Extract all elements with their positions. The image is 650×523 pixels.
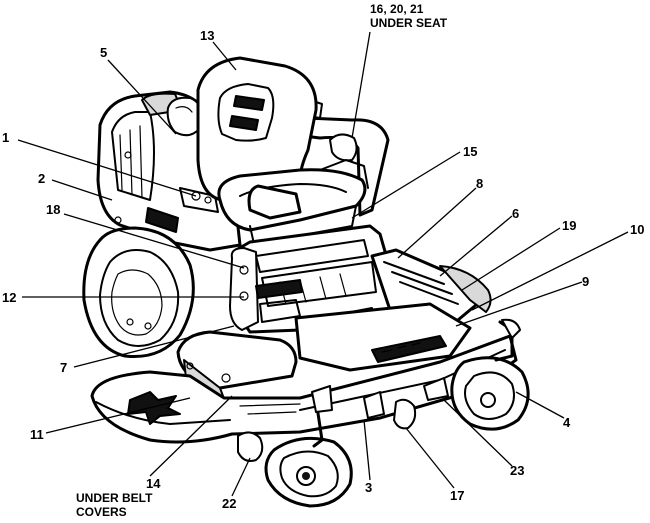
- callout-9: 9: [582, 274, 589, 289]
- callout-12: 12: [2, 290, 16, 305]
- left-front-caster: [264, 385, 353, 508]
- leader-17: [405, 427, 455, 489]
- callout-17: 17: [450, 488, 464, 503]
- callout-under-belt: UNDER BELT: [76, 491, 153, 505]
- callout-under-seat: UNDER SEAT: [370, 16, 448, 30]
- leader-8: [397, 187, 477, 259]
- leader-14: [149, 395, 233, 477]
- right-rear-fender: [302, 99, 390, 217]
- callout-10: 10: [630, 222, 644, 237]
- leader-10: [471, 231, 629, 311]
- left-rear-tire: [82, 226, 195, 359]
- leader-6: [439, 215, 513, 277]
- callout-covers: COVERS: [76, 505, 127, 519]
- leader-1: [17, 139, 197, 197]
- leader-11: [45, 397, 191, 434]
- leader-3: [363, 419, 371, 481]
- callout-19: 19: [562, 218, 576, 233]
- leader-16: [351, 31, 371, 139]
- callout-18: 18: [46, 202, 60, 217]
- callout-8: 8: [476, 176, 483, 191]
- callout-15: 15: [463, 144, 477, 159]
- leader-7: [73, 325, 235, 368]
- callout-23: 23: [510, 463, 524, 478]
- callout-7: 7: [60, 360, 67, 375]
- callout-4: 4: [563, 415, 571, 430]
- callout-13: 13: [200, 28, 214, 43]
- callout-11: 11: [30, 427, 44, 442]
- leader-2: [51, 179, 113, 201]
- footplate: [294, 302, 472, 372]
- leader-19: [461, 227, 561, 291]
- leader-22: [231, 457, 251, 497]
- callout-22: 22: [222, 496, 236, 511]
- callout-5: 5: [100, 45, 107, 60]
- callout-16-20-21: 16, 20, 21: [370, 2, 424, 16]
- callout-3: 3: [365, 480, 372, 495]
- callout-14: 14: [146, 476, 161, 491]
- anti-scalp-rollers: [237, 398, 417, 462]
- leader-18: [63, 213, 245, 269]
- callout-6: 6: [512, 206, 519, 221]
- right-front-caster: [450, 318, 530, 431]
- callout-1: 1: [2, 130, 9, 145]
- leader-13: [212, 41, 237, 71]
- leader-15: [351, 151, 461, 219]
- callout-labels: 1 2 5 13 16, 20, 21 UNDER SEAT 15 8 6 19…: [2, 2, 644, 519]
- leader-9: [455, 281, 583, 327]
- leader-5: [107, 59, 177, 135]
- leader-4: [515, 391, 565, 419]
- leader-lines: [17, 31, 629, 497]
- leader-23: [443, 399, 513, 467]
- callout-2: 2: [38, 171, 45, 186]
